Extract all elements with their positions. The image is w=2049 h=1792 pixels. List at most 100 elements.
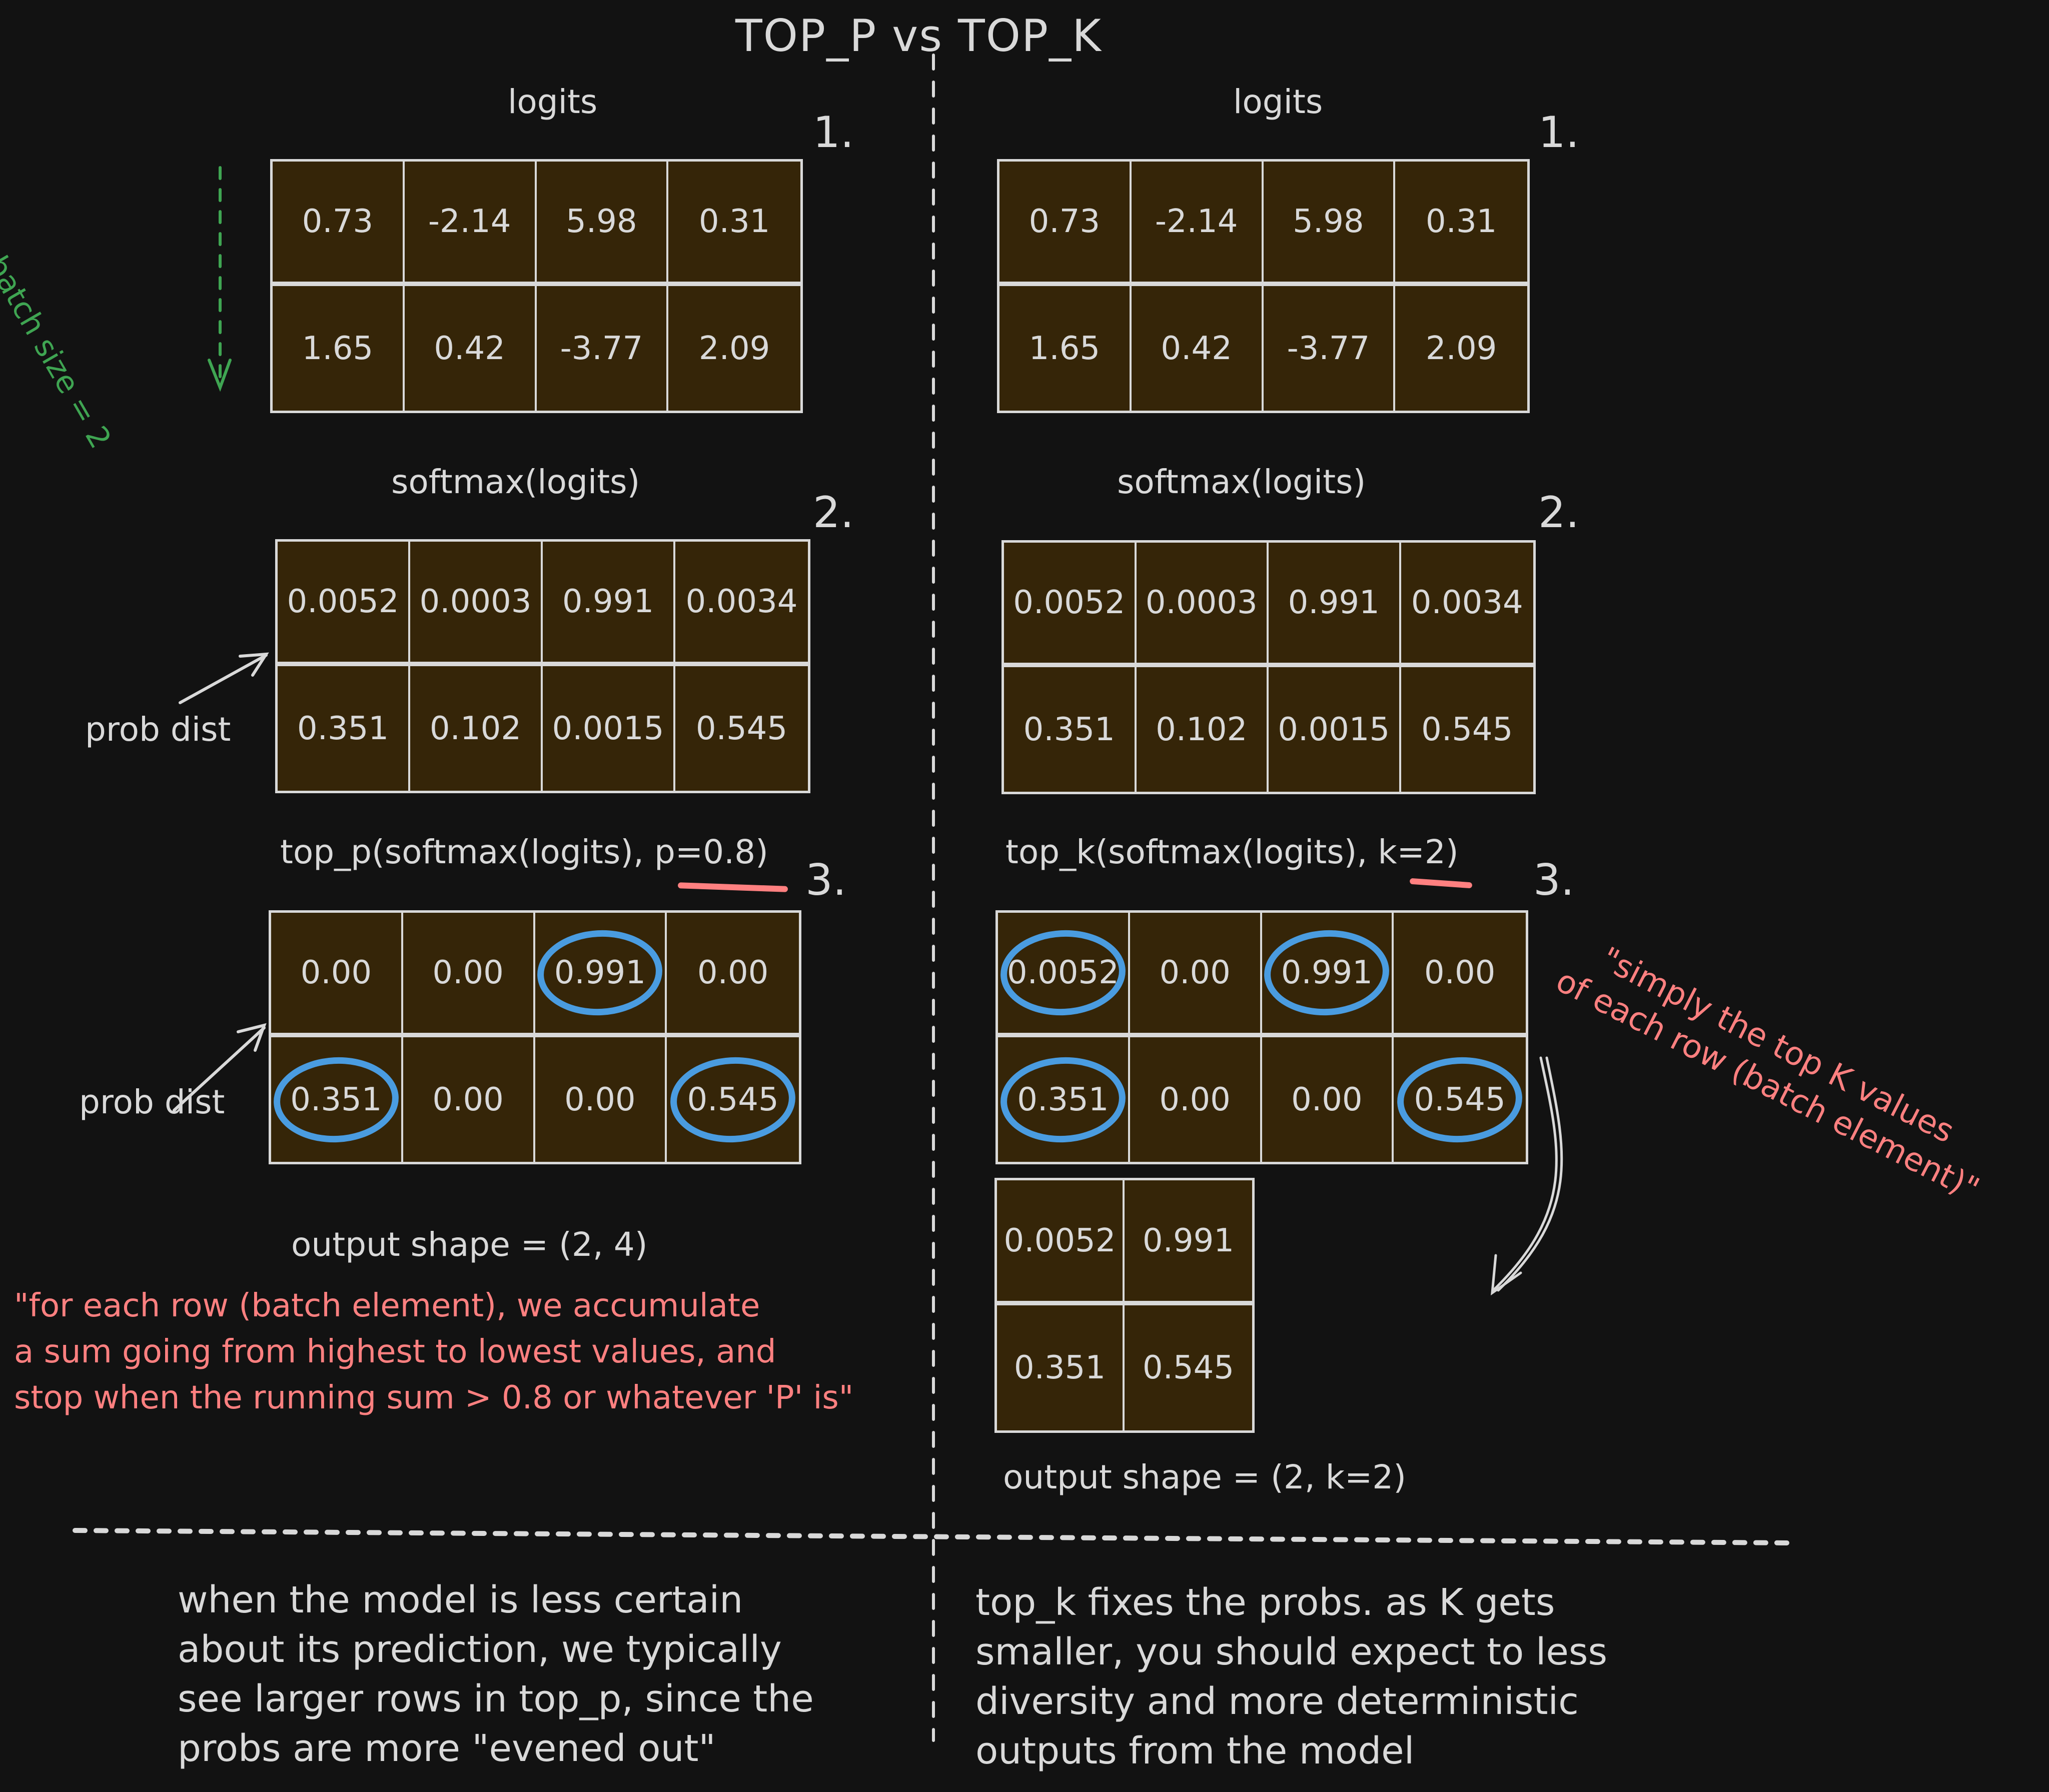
table-cell: 0.545 xyxy=(695,710,788,747)
top-p-step-1-number: 1. xyxy=(813,108,854,158)
table-cell: 5.98 xyxy=(1263,162,1396,286)
top-k-function-label: top_k(softmax(logits), k=2) xyxy=(1005,833,1459,871)
top-k-function-suffix: ) xyxy=(1445,833,1459,871)
table-cell: 0.0052 xyxy=(278,542,410,666)
prob-dist-arrow-icon xyxy=(173,1023,267,1112)
table-cell: 0.102 xyxy=(410,666,543,791)
table-cell: 0.00 xyxy=(403,1037,535,1162)
batch-arrow-icon xyxy=(208,166,232,392)
prob-dist-arrow-icon xyxy=(179,652,269,704)
table-cell: 0.00 xyxy=(1130,913,1262,1037)
table-cell: 0.351 xyxy=(278,666,410,791)
table-cell: 0.0003 xyxy=(410,542,543,666)
table-cell: 0.00 xyxy=(1394,913,1526,1037)
top-p-function-prefix: top_p(softmax(logits), xyxy=(280,833,654,871)
page-title: TOP_P vs TOP_K xyxy=(735,10,1102,62)
prob-dist-label: prob dist xyxy=(85,710,231,749)
table-cell: 0.545 xyxy=(1421,711,1513,748)
top-k-logits-label: logits xyxy=(1233,83,1323,121)
top-k-step-1-number: 1. xyxy=(1538,108,1580,158)
table-cell: 0.991 xyxy=(1125,1180,1252,1305)
note-line: probs are more "evened out" xyxy=(178,1727,716,1770)
table-cell: 5.98 xyxy=(536,162,669,286)
table-cell: 1.65 xyxy=(273,286,405,411)
selected-value-cell: 0.991 xyxy=(1262,913,1394,1037)
table-cell: 0.73 xyxy=(999,162,1132,286)
table-cell: 0.0034 xyxy=(675,542,808,666)
top-k-function-prefix: top_k(softmax(logits), xyxy=(1005,833,1378,871)
table-cell: 0.00 xyxy=(1130,1037,1262,1162)
selected-value-cell: 0.351 xyxy=(998,1037,1130,1162)
table-cell: -2.14 xyxy=(1131,162,1264,286)
top-p-bottom-note: when the model is less certain about its… xyxy=(178,1575,814,1773)
table-cell: 0.991 xyxy=(543,542,675,666)
selected-value-cell: 0.545 xyxy=(1394,1037,1526,1162)
top-p-step-3-number: 3. xyxy=(805,855,847,905)
table-cell: 0.42 xyxy=(1132,286,1264,411)
explanation-line: stop when the running sum > 0.8 or whate… xyxy=(14,1379,854,1416)
selected-value-cell: 0.351 xyxy=(271,1037,403,1162)
note-line: when the model is less certain xyxy=(178,1578,743,1621)
table-cell: 0.545 xyxy=(1142,1349,1235,1386)
table-cell: 2.09 xyxy=(1425,330,1497,367)
top-k-step-2-number: 2. xyxy=(1538,488,1580,538)
selected-value-cell: 0.991 xyxy=(535,913,667,1037)
table-cell: -3.77 xyxy=(537,286,669,411)
note-line: diversity and more deterministic xyxy=(975,1680,1579,1723)
table-cell: 0.351 xyxy=(1004,667,1137,792)
table-cell: 0.0015 xyxy=(1269,667,1401,792)
table-cell: -3.77 xyxy=(1264,286,1396,411)
table-cell: 0.31 xyxy=(668,162,800,286)
selected-value-cell: 0.0052 xyxy=(998,913,1130,1037)
top-p-logits-label: logits xyxy=(508,83,598,121)
table-cell: 0.00 xyxy=(403,913,535,1037)
table-cell: 0.31 xyxy=(1395,162,1527,286)
top-k-softmax-label: softmax(logits) xyxy=(1117,463,1366,501)
explanation-line: "for each row (batch element), we accumu… xyxy=(14,1287,760,1324)
table-cell: 0.0052 xyxy=(997,1180,1125,1305)
table-cell: 0.102 xyxy=(1137,667,1269,792)
table-cell: 0.42 xyxy=(405,286,537,411)
curved-arrow-icon xyxy=(1491,1056,1563,1296)
table-cell: 2.09 xyxy=(698,330,770,367)
table-cell: 0.73 xyxy=(273,162,405,286)
top-k-param: k=2 xyxy=(1378,833,1446,871)
top-p-function-suffix: ) xyxy=(755,833,768,871)
top-p-explanation: "for each row (batch element), we accumu… xyxy=(14,1283,853,1421)
top-p-step-2-number: 2. xyxy=(813,488,854,538)
table-cell: 0.00 xyxy=(535,1037,667,1162)
table-cell: 0.0052 xyxy=(1004,543,1137,667)
table-cell: -2.14 xyxy=(404,162,537,286)
top-p-function-label: top_p(softmax(logits), p=0.8) xyxy=(280,833,768,871)
table-cell: 0.0034 xyxy=(1401,543,1533,667)
top-p-param: p=0.8 xyxy=(654,833,756,871)
note-line: outputs from the model xyxy=(975,1729,1415,1772)
note-line: about its prediction, we typically xyxy=(178,1628,782,1671)
explanation-line: a sum going from highest to lowest value… xyxy=(14,1333,776,1370)
table-cell: 0.00 xyxy=(667,913,799,1037)
top-p-softmax-label: softmax(logits) xyxy=(391,463,640,501)
note-line: smaller, you should expect to less xyxy=(975,1630,1608,1673)
top-k-output-shape: output shape = (2, k=2) xyxy=(1003,1458,1407,1496)
table-cell: 0.0003 xyxy=(1136,543,1269,667)
table-cell: 0.00 xyxy=(1262,1037,1394,1162)
note-line: top_k fixes the probs. as K gets xyxy=(975,1581,1555,1624)
table-cell: 0.991 xyxy=(1269,543,1401,667)
top-k-bottom-note: top_k fixes the probs. as K gets smaller… xyxy=(975,1578,1607,1776)
top-p-output-shape: output shape = (2, 4) xyxy=(291,1225,648,1264)
table-cell: 0.0015 xyxy=(543,666,675,791)
horizontal-divider xyxy=(73,1528,1793,1545)
table-cell: 0.00 xyxy=(271,913,403,1037)
table-cell: 1.65 xyxy=(999,286,1132,411)
prob-dist-label: prob dist xyxy=(79,1083,225,1121)
table-cell: 0.351 xyxy=(997,1305,1125,1430)
selected-value-cell: 0.545 xyxy=(667,1037,799,1162)
